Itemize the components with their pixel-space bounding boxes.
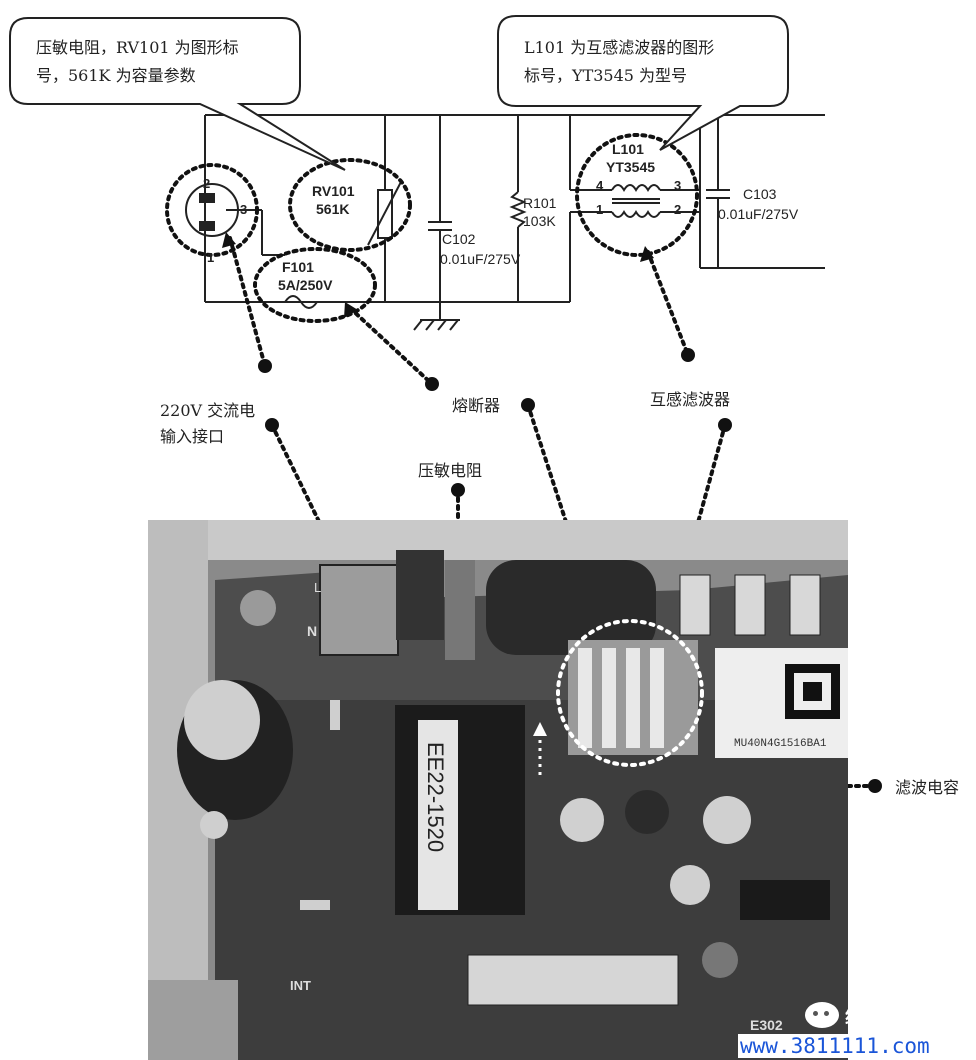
serial-marking: E302 [750,1017,783,1033]
connector-pin-3: 3 [240,202,247,217]
f101-value: 5A/250V [278,277,333,293]
varistor-callout-text: 压敏电阻，RV101 为图形标 号，561K 为容量参数 [36,38,239,85]
filter-cap-label: 滤波电容 [895,778,960,797]
fuse-highlight [253,247,377,323]
transformer-marking: EE22-1520 [423,742,448,852]
filter-highlight [575,133,699,257]
varistor-callout-bubble [9,17,346,171]
c102-value: 0.01uF/275V [440,251,521,267]
varistor-highlight [288,158,412,252]
connector-pin-1: 1 [207,250,214,265]
l-marking: L [314,580,321,595]
l101-ref: L101 [612,141,644,157]
l101-pin-2: 2 [674,202,681,217]
connector-highlight [165,163,259,257]
l101-pin-1: 1 [596,202,603,217]
c102-ref: C102 [442,231,476,247]
c103-ref: C103 [743,186,777,202]
watermark-logo-row: 维修人家 [805,1000,925,1029]
l101-value: YT3545 [606,159,655,175]
r101-ref: R101 [523,195,557,211]
ac-input-label: 220V 交流电 输入接口 [160,401,256,446]
fuse-label: 熔断器 [452,396,501,415]
filter-callout-bubble [497,15,789,151]
wechat-icon [805,1001,839,1028]
l101-pin-3: 3 [674,178,681,193]
connector-pin-2: 2 [203,176,210,191]
highlight-circles [165,133,699,323]
int-marking: INT [290,978,311,993]
filter-label: 互感滤波器 [650,390,731,409]
rv101-value: 561K [316,201,349,217]
watermark-name: 维修人家 [845,1004,925,1028]
filter-callout-text: L101 为互感滤波器的图形 标号，YT3545 为型号 [524,38,715,85]
watermark-url: www.3811111.com [738,1034,932,1058]
rv101-ref: RV101 [312,183,355,199]
varistor-label: 压敏电阻 [418,461,483,480]
photo-filter-highlight [556,619,704,767]
schematic [185,114,825,331]
pointer-dots [258,348,882,793]
n-marking: N [307,623,317,639]
r101-value: 103K [523,213,556,229]
l101-pin-4: 4 [596,178,604,193]
pcb-photo: EE22-1520 MU40N4G1516BA1 L N INT E302 [148,520,848,1060]
board-code-marking: MU40N4G1516BA1 [734,738,827,750]
watermark: 维修人家 [805,1000,925,1029]
f101-ref: F101 [282,259,314,275]
c103-value: 0.01uF/275V [718,206,799,222]
